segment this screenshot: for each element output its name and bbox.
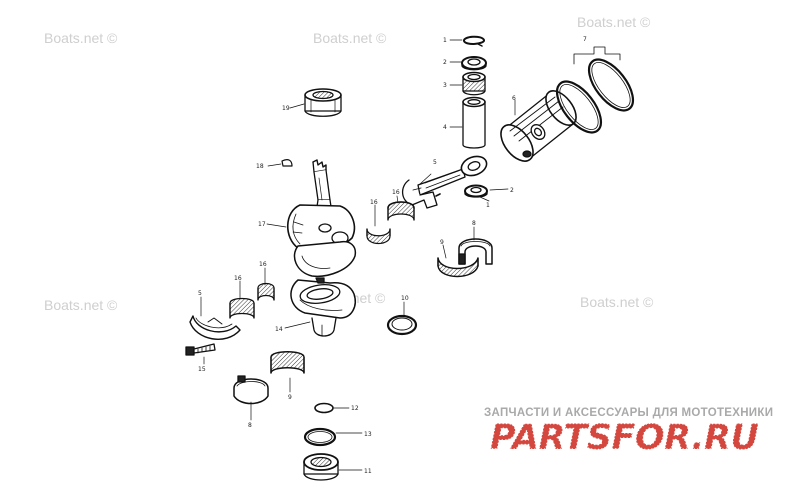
bearing-sleeve-part [233, 375, 269, 405]
callout-label: 1 [443, 37, 447, 44]
bearing-sleeve-part [458, 238, 493, 265]
needle-bearing-half-part [387, 201, 415, 221]
callout-label: 15 [198, 366, 206, 373]
callout-label: 16 [392, 189, 400, 196]
piston-pin-part [462, 96, 486, 149]
callout-label: 17 [258, 221, 266, 228]
callout-label: 2 [443, 59, 447, 66]
thrust-washer-part [464, 184, 488, 198]
needle-bearing-half-part [257, 282, 275, 301]
watermark: Boats.net © [313, 30, 387, 46]
callout-label: 16 [234, 275, 242, 282]
callout-label: 16 [259, 261, 267, 268]
svg-text:PARTSFOR.RU: PARTSFOR.RU [490, 418, 758, 458]
watermark: Boats.net © [580, 294, 654, 310]
callout-label: 1 [486, 202, 490, 209]
watermark: Boats.net © [44, 30, 118, 46]
callout-label: 19 [282, 105, 290, 112]
callout-label: 11 [364, 468, 372, 475]
callout-label: 8 [472, 220, 476, 227]
callout-label: 2 [510, 187, 514, 194]
callout-label: 18 [256, 163, 264, 170]
brand-tagline: ЗАПЧАСТИ И АКСЕССУАРЫ ДЛЯ МОТОТЕХНИКИ [484, 407, 773, 419]
callout-label: 9 [288, 394, 292, 401]
ball-bearing-part [304, 88, 342, 117]
crankshaft-part [286, 159, 357, 337]
bearing-cage-part [270, 351, 305, 374]
circlip-part [463, 35, 485, 47]
connecting-rod-cap-part [189, 315, 241, 340]
woodruff-key-part [281, 159, 293, 167]
callout-label: 14 [275, 326, 283, 333]
piston-part [500, 90, 577, 162]
seal-ring-part [386, 314, 418, 336]
cap-screw-part [185, 343, 216, 356]
thrust-washer-part [461, 56, 487, 71]
callout-label: 6 [512, 95, 516, 102]
oil-seal-part [303, 453, 339, 481]
callout-label: 5 [198, 290, 202, 297]
callout-label: 8 [248, 422, 252, 429]
callout-label: 9 [440, 239, 444, 246]
watermark: Boats.net © [44, 297, 118, 313]
o-ring-part [303, 427, 337, 447]
svg-text:PARTSFOR.RU: PARTSFOR.RU [490, 418, 758, 458]
needle-bearing-half-part [366, 228, 391, 245]
callout-label: 10 [401, 295, 409, 302]
callout-leaders [200, 39, 516, 471]
callout-label: 7 [583, 36, 587, 43]
piston-rings-part [555, 46, 635, 134]
callout-label: 4 [443, 124, 447, 131]
callout-label: 16 [370, 199, 378, 206]
callout-label: 3 [443, 82, 447, 89]
needle-bearing-half-part [229, 297, 255, 319]
partsfor-logo: PARTSFOR.RU PARTSFOR.RU [489, 417, 759, 458]
bearing-cage-part [437, 257, 479, 278]
watermark: Boats.net © [577, 14, 651, 30]
needle-bearing-part [462, 71, 486, 96]
brand-block: ЗАПЧАСТИ И АКСЕССУАРЫ ДЛЯ МОТОТЕХНИКИ PA… [484, 407, 773, 459]
watermarks: Boats.net © Boats.net © Boats.net © Boat… [44, 14, 654, 313]
callout-label: 5 [433, 159, 437, 166]
connecting-rod-part [401, 155, 488, 209]
callout-label: 13 [364, 431, 372, 438]
callout-label: 12 [351, 405, 359, 412]
o-ring-part [314, 402, 334, 414]
callout-labels: 1 2 3 4 5 2 1 6 7 19 18 17 16 16 8 9 16 … [198, 36, 587, 475]
